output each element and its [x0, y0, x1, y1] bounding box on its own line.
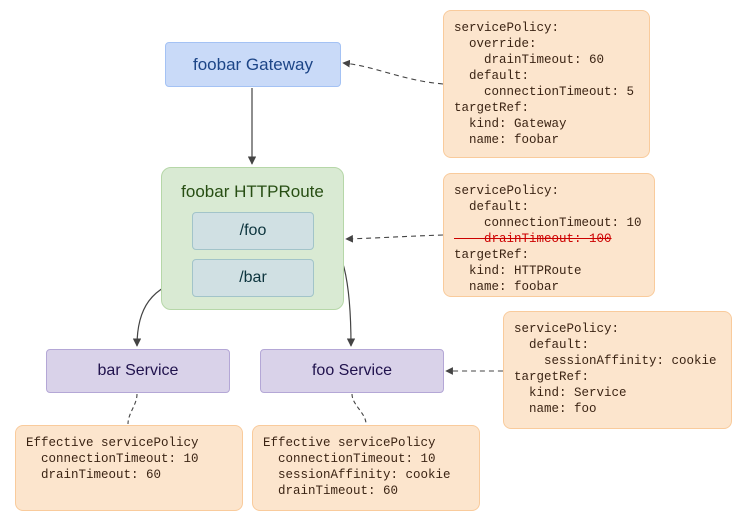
gateway-policy-box: servicePolicy: override: drainTimeout: 6… [443, 10, 650, 158]
bar-service-node: bar Service [46, 349, 230, 393]
effective-policy-line: sessionAffinity: cookie [263, 468, 451, 482]
foo-service-label: foo Service [311, 362, 393, 379]
effective-policy-line: Effective servicePolicy [263, 436, 436, 450]
policy-line: servicePolicy: [514, 322, 620, 336]
foo-service-node: foo Service [260, 349, 444, 393]
policy-line: connectionTimeout: 10 [454, 216, 642, 230]
policy-line: override: [454, 37, 537, 51]
bar-path-node: /bar [192, 259, 314, 297]
edge-route-policy-to-route [345, 234, 444, 243]
bar-path-label: /bar [239, 269, 267, 286]
policy-line: default: [454, 69, 530, 83]
effective-policy-line: connectionTimeout: 10 [26, 452, 199, 466]
policy-line: connectionTimeout: 5 [454, 85, 635, 99]
effective-policy-line: Effective servicePolicy [26, 436, 199, 450]
gateway-label: foobar Gateway [192, 54, 313, 74]
bar-effective-policy-box: Effective servicePolicy connectionTimeou… [15, 425, 243, 511]
policy-line: targetRef: [514, 370, 590, 384]
effective-policy-line: drainTimeout: 60 [263, 484, 399, 498]
policy-line: name: foobar [454, 133, 560, 147]
policy-line: kind: HTTPRoute [454, 264, 582, 278]
policy-line: servicePolicy: [454, 21, 560, 35]
overridden-policy-line: drainTimeout: 100 [454, 232, 612, 246]
policy-line: targetRef: [454, 101, 530, 115]
edge-gateway-policy-to-gateway [342, 59, 444, 85]
policy-line: sessionAffinity: cookie [514, 354, 717, 368]
policy-line: default: [454, 200, 530, 214]
policy-line: name: foo [514, 402, 597, 416]
edge-foo-service-to-effective [351, 393, 367, 425]
foo-effective-policy-box: Effective servicePolicy connectionTimeou… [252, 425, 480, 511]
route-policy-box: servicePolicy: default: connectionTimeou… [443, 173, 655, 297]
httproute-label: foobar HTTPRoute [181, 182, 324, 201]
policy-line: default: [514, 338, 590, 352]
policy-line: kind: Service [514, 386, 627, 400]
policy-line: servicePolicy: [454, 184, 560, 198]
policy-line: targetRef: [454, 248, 530, 262]
foo-path-label: /foo [239, 222, 267, 239]
service-policy-box: servicePolicy: default: sessionAffinity:… [503, 311, 732, 429]
foo-path-node: /foo [192, 212, 314, 250]
policy-line: name: foobar [454, 280, 560, 294]
policy-line: kind: Gateway [454, 117, 567, 131]
effective-policy-line: drainTimeout: 60 [26, 468, 162, 482]
edge-bar-service-to-effective [127, 393, 138, 425]
effective-policy-line: connectionTimeout: 10 [263, 452, 436, 466]
policy-line: drainTimeout: 60 [454, 53, 605, 67]
gateway-node: foobar Gateway [165, 42, 341, 87]
bar-service-label: bar Service [97, 362, 179, 379]
